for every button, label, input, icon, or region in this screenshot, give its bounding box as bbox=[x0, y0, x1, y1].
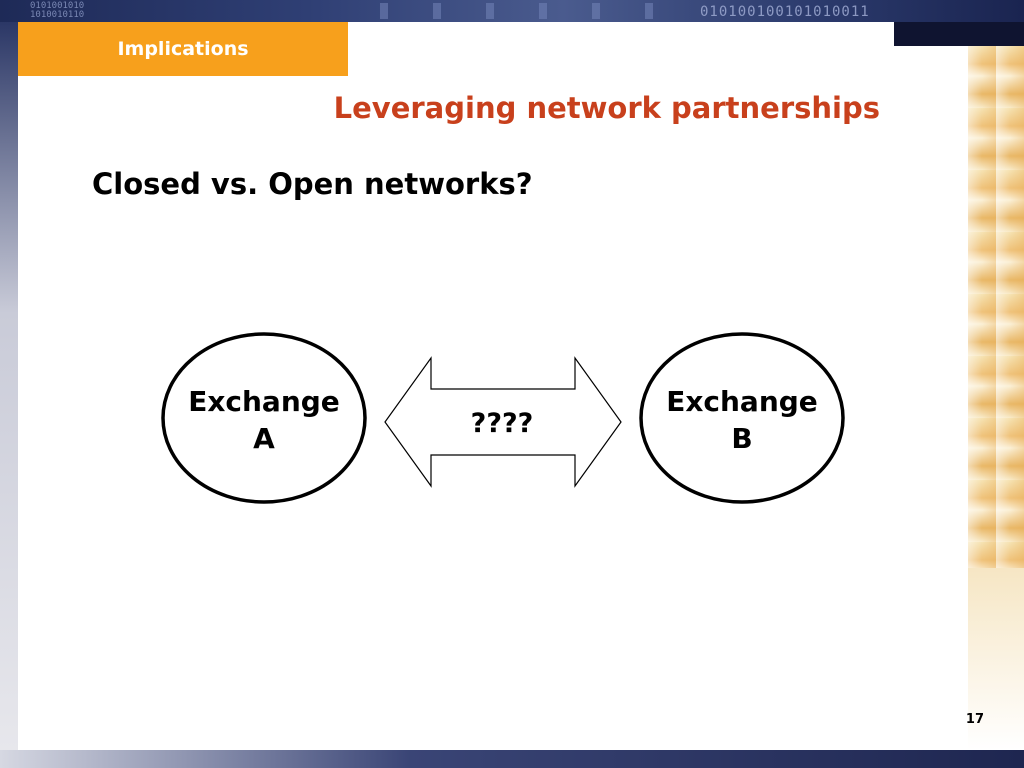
slide-title: Leveraging network partnerships bbox=[333, 91, 880, 125]
corner-dark-block bbox=[894, 22, 1024, 46]
page-number: 17 bbox=[965, 712, 984, 727]
double-arrow-connector bbox=[384, 356, 622, 488]
connector-label: ???? bbox=[471, 408, 534, 439]
exchange-b-label-line1: Exchange bbox=[666, 385, 818, 418]
exchange-b-label-line2: B bbox=[731, 422, 752, 455]
right-decorative-strip bbox=[968, 46, 1024, 568]
exchange-a-node bbox=[161, 332, 367, 504]
exchange-a-label-line2: A bbox=[253, 422, 275, 455]
vertical-bars-decoration bbox=[380, 3, 698, 23]
exchange-a-label-line1: Exchange bbox=[188, 385, 340, 418]
section-tab: Implications bbox=[18, 22, 348, 76]
binary-digits-decoration: 010100100101010011 bbox=[700, 4, 870, 20]
slide-subtitle: Closed vs. Open networks? bbox=[92, 167, 533, 201]
bottom-decorative-band bbox=[0, 750, 1024, 768]
left-decorative-band bbox=[0, 22, 18, 750]
exchange-b-node bbox=[639, 332, 845, 504]
right-strip-fade bbox=[968, 568, 1024, 750]
